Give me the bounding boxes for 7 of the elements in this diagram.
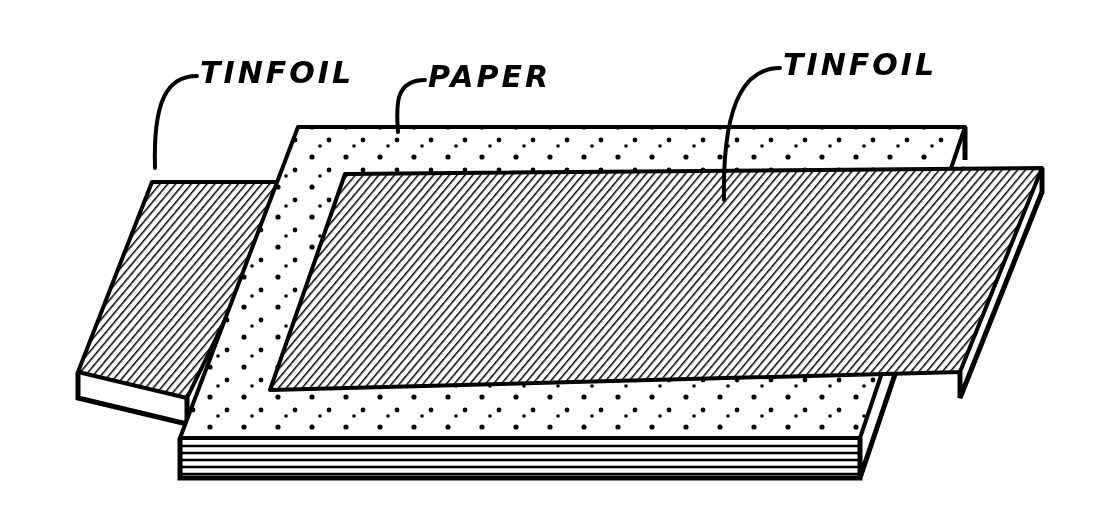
part-label: TINFOIL xyxy=(200,58,354,88)
leader-line xyxy=(722,66,782,202)
leader-line xyxy=(395,78,427,134)
part-label: TINFOIL xyxy=(783,50,937,80)
part-label: PAPER xyxy=(428,62,552,92)
tinfoil-sheet xyxy=(268,166,1045,401)
leader-line xyxy=(152,74,199,170)
